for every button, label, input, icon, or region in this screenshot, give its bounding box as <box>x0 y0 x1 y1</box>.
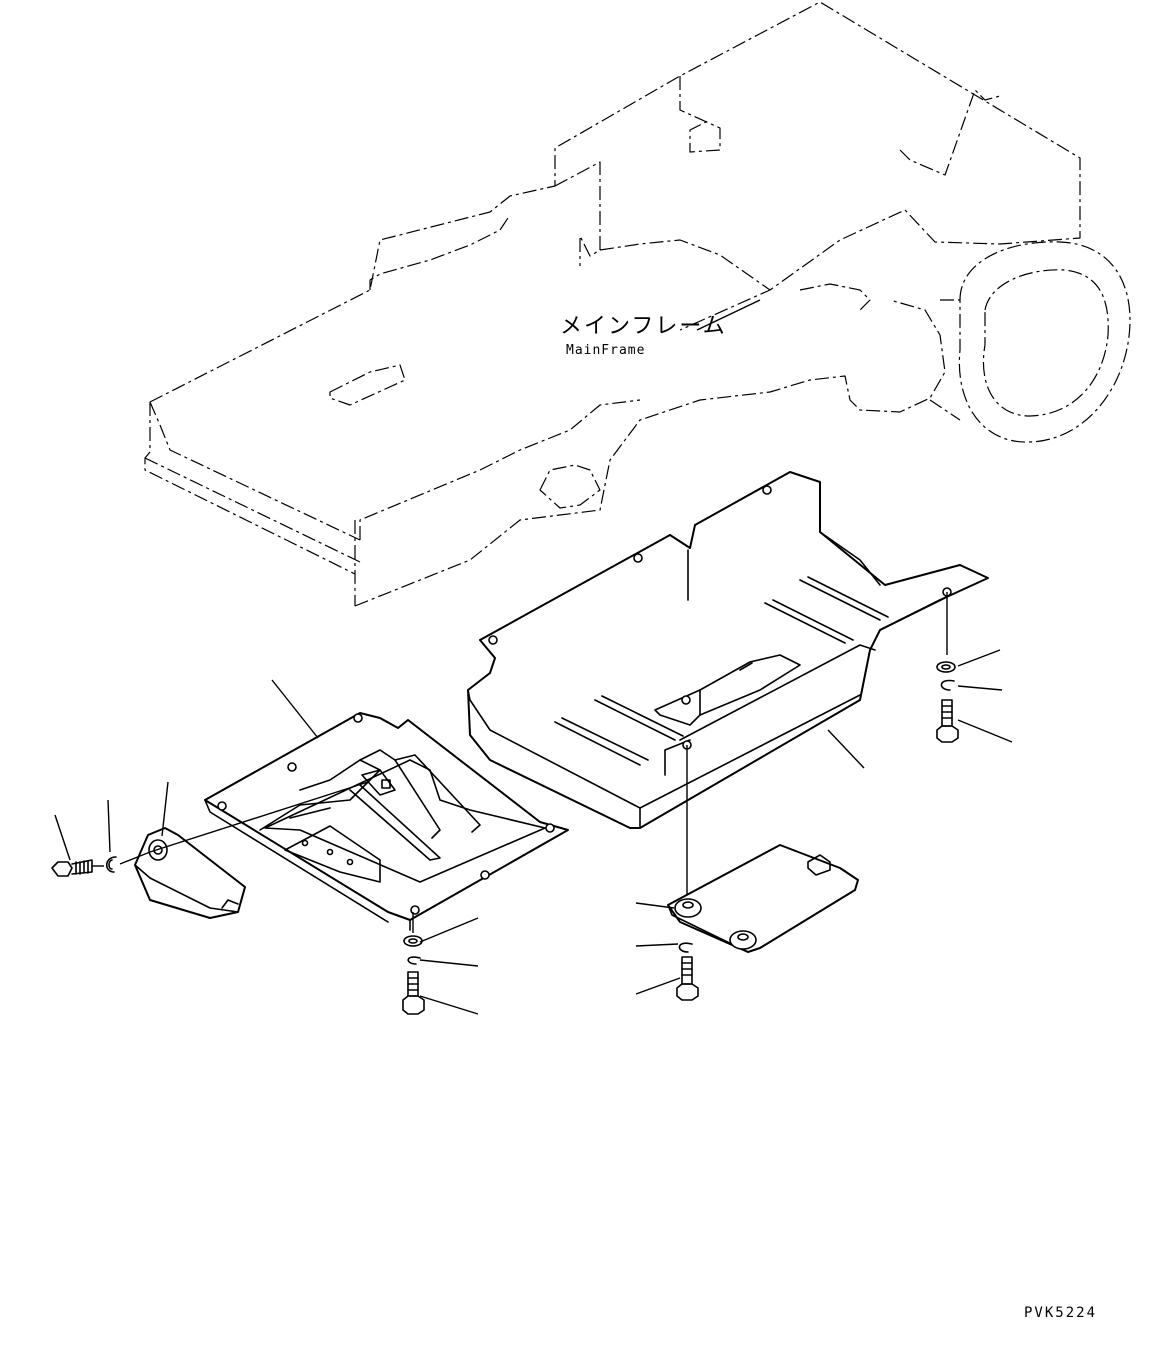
bolt <box>402 971 425 1015</box>
bolt <box>936 699 959 743</box>
washer <box>936 661 956 673</box>
leader-lines <box>54 299 1013 1015</box>
spring-lock-washer <box>105 856 117 873</box>
spring-lock-washer <box>678 942 693 953</box>
spring-lock-washer <box>407 956 421 965</box>
washer <box>403 935 423 947</box>
main-frame-outline <box>144 1 1131 607</box>
bolt <box>51 859 93 877</box>
right-undercover-tray <box>467 471 989 829</box>
left-undercover-plate <box>204 712 569 931</box>
drawing-code: PVK5224 <box>1024 1305 1098 1321</box>
bolt <box>676 956 699 1001</box>
small-bracket <box>134 827 246 919</box>
main-frame-label-jp: メインフレーム <box>560 314 727 339</box>
spring-lock-washer <box>940 679 955 691</box>
access-cover-plate <box>667 844 859 953</box>
main-frame-label-en: MainFrame <box>566 343 646 358</box>
